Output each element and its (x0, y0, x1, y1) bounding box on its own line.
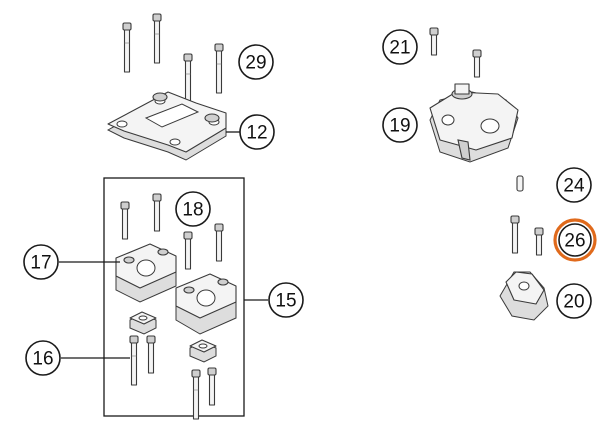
callout-16[interactable]: 16 (25, 340, 61, 376)
callout-21-label: 21 (389, 38, 410, 59)
callout-18-label: 18 (182, 200, 203, 221)
callout-29-label: 29 (245, 53, 266, 74)
bolt (152, 13, 162, 64)
bolt-set-21 (429, 27, 482, 78)
mount-block-20 (499, 271, 549, 321)
callout-15[interactable]: 15 (268, 282, 304, 318)
bolt (122, 22, 132, 73)
pin-24 (516, 175, 524, 192)
bolt (152, 193, 162, 232)
leader-lines (59, 131, 268, 359)
bolt (146, 335, 156, 374)
bolt (183, 53, 193, 104)
bolt (129, 335, 139, 386)
callout-17-label: 17 (30, 253, 51, 274)
assembly-frame-15 (103, 177, 245, 417)
highlight-ring (553, 218, 597, 262)
bolt (534, 227, 544, 256)
callout-26-label: 26 (564, 231, 585, 252)
bolt-set-26 (510, 215, 544, 256)
bolt (214, 223, 224, 262)
callout-24-label: 24 (563, 176, 585, 197)
bracket-plate-12 (106, 91, 227, 161)
bolt (510, 215, 520, 254)
handlebar-clamp (175, 273, 237, 335)
callout-21[interactable]: 21 (382, 29, 418, 65)
bolt (191, 369, 201, 420)
bolt (472, 49, 482, 78)
bolt-set-29 (122, 13, 224, 104)
callout-19[interactable]: 19 (382, 107, 418, 143)
bolt (120, 201, 130, 240)
callout-26[interactable]: 26 (553, 218, 597, 262)
callout-18[interactable]: 18 (175, 191, 211, 227)
callout-29[interactable]: 29 (238, 44, 274, 80)
callout-12[interactable]: 12 (239, 114, 275, 150)
callout-19-label: 19 (389, 116, 410, 137)
callout-20-label: 20 (563, 292, 584, 313)
callout-16-label: 16 (32, 349, 53, 370)
bolt (207, 367, 217, 406)
callout-24[interactable]: 24 (556, 167, 592, 203)
spacer-washers (129, 311, 217, 363)
callout-20[interactable]: 20 (556, 283, 592, 319)
handlebar-clamp-17 (115, 243, 177, 303)
bolt (183, 231, 193, 270)
callout-17[interactable]: 17 (23, 244, 59, 280)
bolt (214, 43, 224, 94)
callout-15-label: 15 (275, 291, 296, 312)
bolt (429, 27, 439, 56)
damper-housing-19 (429, 83, 519, 163)
callout-12-label: 12 (246, 123, 267, 144)
